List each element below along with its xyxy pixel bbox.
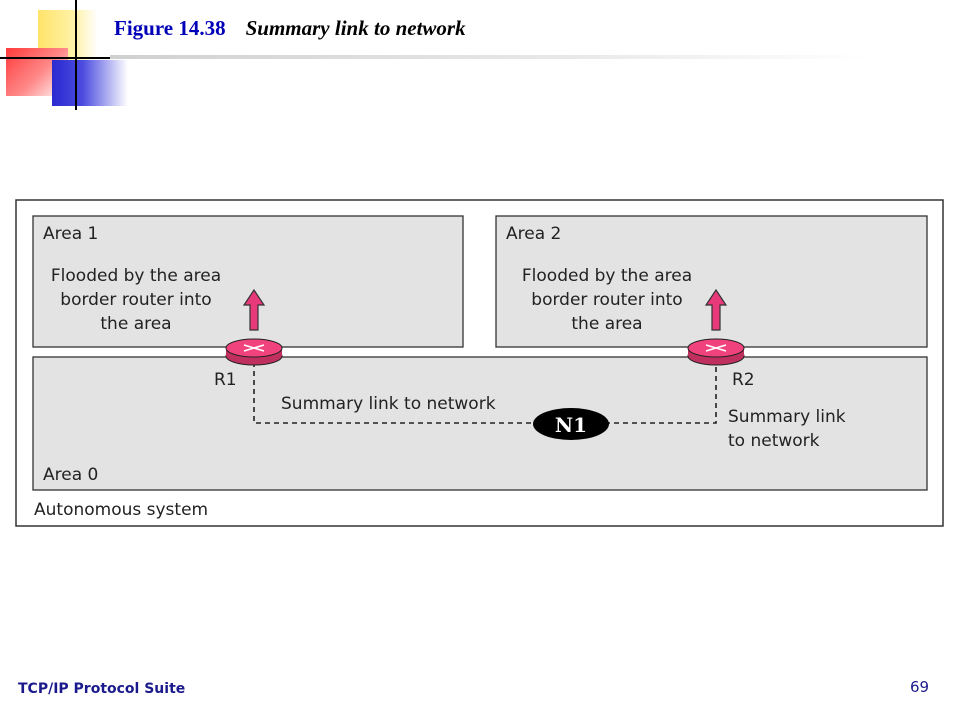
summary-link-right-line-1: Summary link: [728, 407, 846, 427]
title-underline: [110, 55, 870, 59]
flood-text-1-line-3: the area: [100, 314, 171, 334]
network-n1-icon: [533, 408, 609, 440]
summary-link-line-right: [605, 362, 717, 424]
router-r2-label: R2: [732, 370, 755, 390]
figure-title: Summary link to network: [245, 16, 466, 40]
autonomous-system-label: Autonomous system: [34, 500, 208, 520]
router-r1-icon: [225, 338, 283, 366]
area-0-box: [32, 356, 928, 491]
header-decoration-hline: [0, 57, 130, 59]
router-r2-icon: [687, 338, 745, 366]
summary-link-left-label: Summary link to network: [281, 394, 496, 414]
area-0-label: Area 0: [43, 465, 98, 485]
area-2-label: Area 2: [506, 224, 561, 244]
flood-text-2-line-1: Flooded by the area: [522, 266, 692, 286]
flood-text-2-line-2: border router into: [531, 290, 682, 310]
header-decoration-blue: [52, 60, 128, 106]
flood-arrow-2-icon: [704, 288, 728, 331]
flood-text-2-line-3: the area: [571, 314, 642, 334]
header-decoration-vline: [75, 0, 77, 110]
router-r1-label: R1: [214, 370, 237, 390]
footer-page-number: 69: [910, 678, 930, 696]
flood-arrow-1-icon: [242, 288, 266, 331]
summary-link-right-line-2: to network: [728, 431, 820, 451]
footer-suite-name: TCP/IP Protocol Suite: [18, 681, 186, 697]
area-1-label: Area 1: [43, 224, 98, 244]
flood-text-1-line-1: Flooded by the area: [51, 266, 221, 286]
figure-number: Figure 14.38: [114, 16, 226, 40]
page-title: Figure 14.38 Summary link to network: [114, 16, 466, 41]
summary-link-line-left: [253, 362, 540, 424]
flood-text-1-line-2: border router into: [60, 290, 211, 310]
network-n1-label: N1: [555, 413, 587, 437]
